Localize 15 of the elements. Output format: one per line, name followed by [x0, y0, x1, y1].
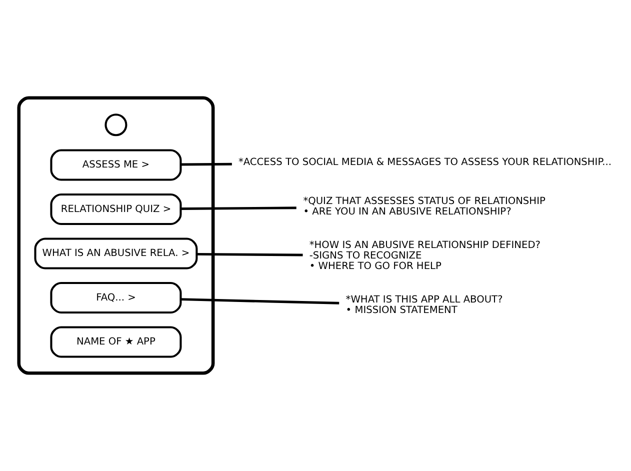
node-text: *ACCESS TO SOCIAL MEDIA & MESSAGES TO ASSESS YOUR RELATIONSHIP... [238, 157, 612, 168]
connector [196, 252, 303, 256]
node-text: *WHAT IS THIS APP ALL ABOUT? • MISSION STATEMENT [346, 294, 503, 316]
node-box: ASSESS ME > [50, 149, 182, 181]
node-box: FAQ... > [50, 282, 182, 314]
node-box: WHAT IS AN ABUSIVE RELA. > [34, 238, 198, 270]
connector [180, 162, 232, 166]
node-text: *QUIZ THAT ASSESSES STATUS OF RELATIONSHIP • ARE YOU IN AN ABUSIVE RELATIONSHIP? [303, 196, 546, 218]
node-circle [104, 114, 128, 136]
node-text: *HOW IS AN ABUSIVE RELATIONSHIP DEFINED? -SIGNS TO RECOGNIZE • WHERE TO GO FOR HELP [309, 240, 540, 272]
node-box: RELATIONSHIP QUIZ > [50, 194, 182, 226]
node-box: NAME OF ★ APP [50, 326, 182, 358]
connector [180, 206, 296, 210]
cluster [17, 96, 215, 375]
connector [180, 298, 340, 304]
